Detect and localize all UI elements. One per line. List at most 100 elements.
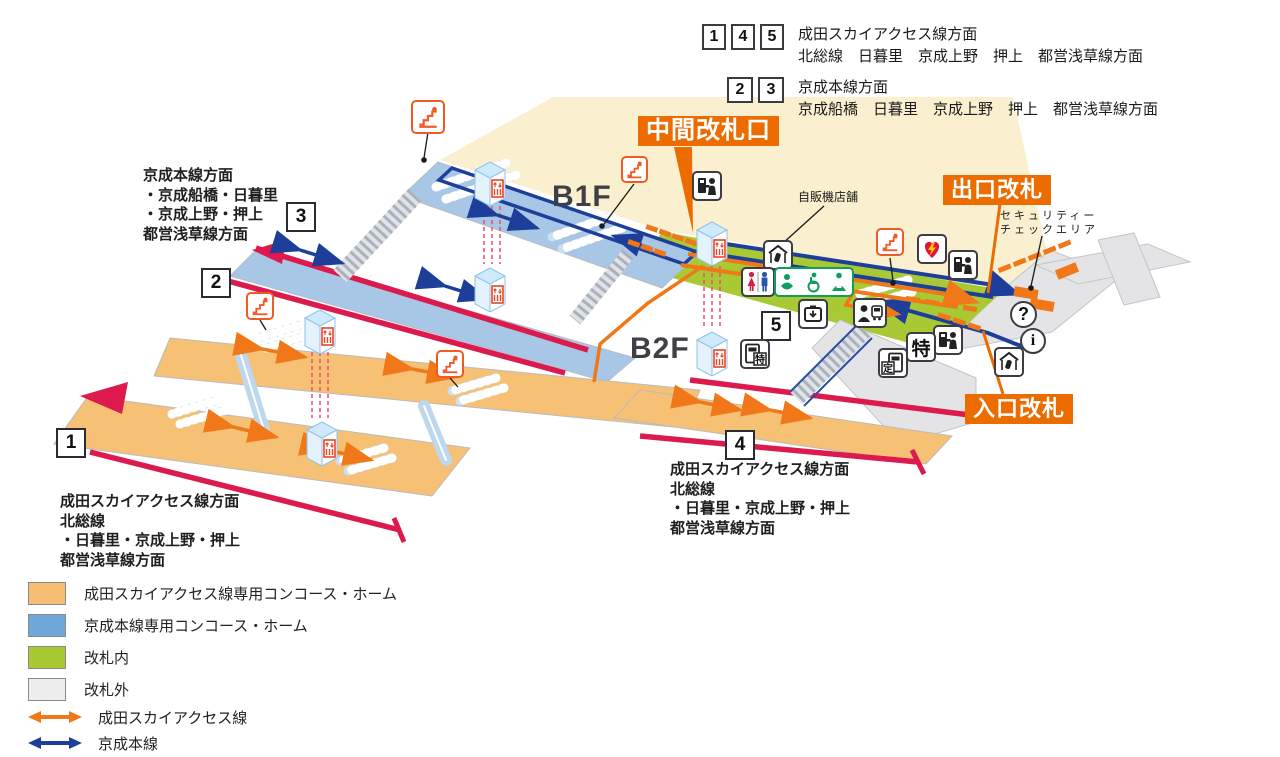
elevator-cube-glyph [695,221,729,267]
platform-4-badge: 4 [725,430,755,460]
mezzanine-arrow-2 [466,194,541,231]
keisei-direction-note: 京成本線方面 ・京成船橋・日暮里 ・京成上野・押上 都営浅草線方面 [143,166,278,244]
ticket-machine-glyph [954,257,972,274]
platform45-arrow-1 [670,384,744,417]
middle-gate-pointer [674,147,693,233]
station-staff-glyph [858,305,883,322]
svg-text:定: 定 [883,362,893,375]
platform-1-badge: 1 [56,428,86,458]
security-area-label: セキュリティー チェックエリア [1000,209,1098,237]
elevator-icon [303,308,337,359]
legend-row-sky-concourse: 成田スカイアクセス線専用コンコース・ホーム [28,582,397,605]
legend-row-keisei-line: 京成本線 [28,736,397,753]
ticket-machine-icon [948,250,978,280]
b2f-arrow-1 [232,331,309,364]
double-arrow-icon [28,711,82,723]
elevator-icon [305,420,339,471]
vending-shop-glyph [999,351,1019,370]
escalator-icon [246,292,274,320]
entrance-gate-label: 入口改札 [965,394,1074,424]
badge-3: 3 [758,77,784,103]
legend-swatch-sky [28,582,66,605]
legend-row-keisei-concourse: 京成本線専用コンコース・ホーム [28,614,397,637]
label-pointers [674,147,1005,395]
commuter-pass-machine-icon: 定 [878,348,908,378]
note-line: ・日暮里・京成上野・押上 [60,532,241,549]
limited-express-machine-glyph: 特 [745,343,767,366]
mainline-platform-badges: 2 3 [702,77,784,121]
track-2 [227,278,566,376]
toilet-glyph [747,271,768,292]
elevator-cube-glyph [695,331,729,377]
floor-unpaid-cross-v [1097,232,1161,306]
mainline-dest-line1: 京成本線方面 [798,79,889,96]
fare-adjustment-glyph [804,305,822,322]
track-4 [639,433,919,465]
skyaccess-direction-note-left: 成田スカイアクセス線方面 北総線 ・日暮里・京成上野・押上 都営浅草線方面 [60,492,240,570]
skyaccess-dest-line2: 北総線 日暮里 京成上野 押上 都営浅草線方面 [798,48,1144,65]
aed-icon [917,234,947,264]
badge-4: 4 [731,24,755,50]
legend: 成田スカイアクセス線専用コンコース・ホーム 京成本線専用コンコース・ホーム 改札… [28,582,397,757]
skyaccess-destinations: 1 4 5 成田スカイアクセス線方面 北総線 日暮里 京成上野 押上 都営浅草線… [702,24,1158,68]
escalator-glyph [442,355,458,374]
note-line: ・京成船橋・日暮里 [143,186,279,204]
limited-express-counter-icon: 特 [906,332,936,362]
elevator-cube-glyph [473,267,507,313]
note-line: ・日暮里・京成上野・押上 [670,500,851,517]
legend-label: 成田スカイアクセス線 [98,709,248,727]
badge-5: 5 [760,24,784,50]
legend-label: 改札外 [84,682,130,699]
security-area-line1: セキュリティー [1000,210,1098,222]
legend-row-paid-area: 改札内 [28,646,397,669]
stairs-rail-right [803,337,873,407]
skyaccess-direction-note-platform4: 成田スカイアクセス線方面 北総線 ・日暮里・京成上野・押上 都営浅草線方面 [670,460,850,538]
chevron-track-1 [80,382,128,414]
stairs-mezz-right-treads [569,249,634,325]
track-1 [89,449,401,533]
platform23-arrow-1 [269,230,346,267]
mainline-destinations: 2 3 京成本線方面 京成船橋 日暮里 京成上野 押上 都営浅草線方面 [702,77,1158,121]
platform-3-badge: 3 [286,202,316,232]
legend-label: 京成本線 [98,735,159,753]
track-1-endbar [391,517,407,543]
escalator-glyph [627,161,642,179]
elevator-icon [695,330,729,381]
exit-gate-pointer [986,203,1002,294]
entrance-gates [937,312,982,332]
elevator-cube-glyph [303,309,337,355]
vending-shop-icon [763,240,793,270]
escalator-icon [876,228,904,256]
toilet-icon [741,267,775,297]
information-icon: i [1020,328,1046,354]
elevator-icon [473,266,507,317]
entrance-gate-pointer [981,330,1005,395]
stairs-b1f-b2f-treads [789,323,871,405]
sky-descent-to-b2f [592,264,704,383]
note-line: 成田スカイアクセス線方面 [60,493,240,510]
aed-glyph [924,241,940,258]
elevator-cube-glyph [473,161,507,207]
escalator-icon [436,350,464,378]
skyaccess-platform-badges: 1 4 5 [702,24,784,68]
track-4-endbar [909,448,927,476]
stairs-rail-left [789,323,859,393]
commuter-pass-glyph: 定 [881,352,903,375]
ticket-machine-icon [933,325,963,355]
platform1-arrow-1 [202,408,280,443]
destination-header: 1 4 5 成田スカイアクセス線方面 北総線 日暮里 京成上野 押上 都営浅草線… [702,24,1158,130]
mainline-dest-line2: 京成船橋 日暮里 京成上野 押上 都営浅草線方面 [798,101,1159,118]
escalator-glyph [252,297,268,316]
legend-row-sky-line: 成田スカイアクセス線 [28,710,397,727]
legend-swatch-paid [28,646,66,669]
elevator-cube-glyph [305,421,339,467]
note-line: 都営浅草線方面 [143,225,249,243]
escalator-glyph [882,233,898,252]
station-staff-icon [853,298,887,328]
ticket-machine-glyph [939,332,957,349]
double-arrow-icon [28,737,82,749]
note-line: 都営浅草線方面 [670,519,776,537]
accessible-facilities-glyph [781,272,846,293]
elevator-icon [695,220,729,271]
